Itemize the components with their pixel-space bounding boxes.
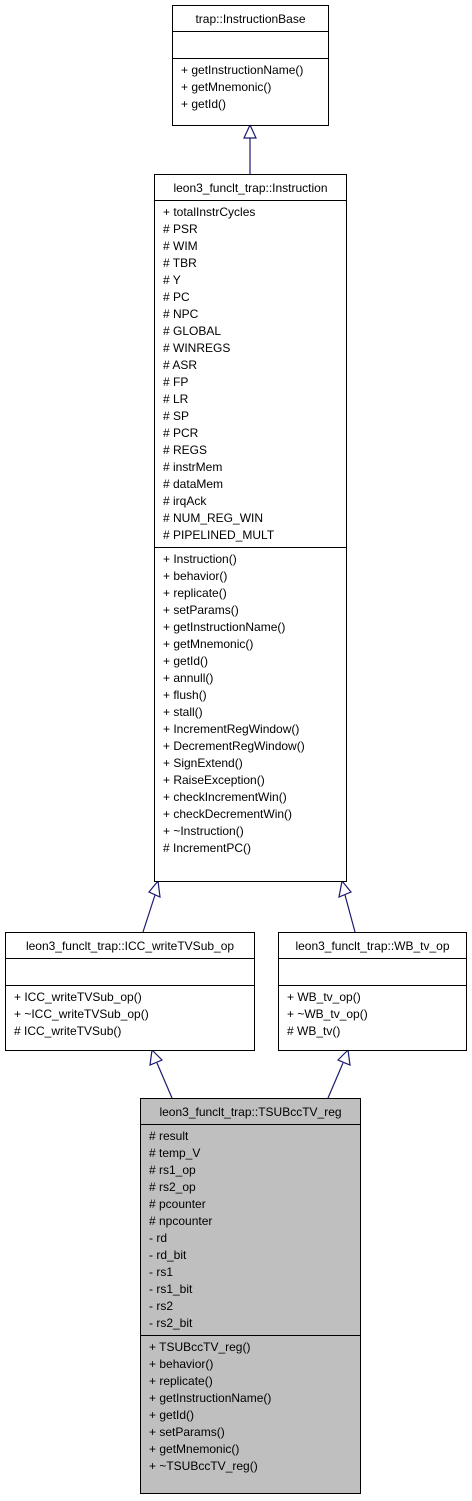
attribute: # PIPELINED_MULT (163, 528, 275, 542)
method: + ~Instruction() (163, 824, 244, 838)
class-name: leon3_funclt_trap::TSUBccTV_reg (141, 1099, 360, 1125)
method: + getId() (149, 1408, 195, 1422)
class-box-tsubcctv-reg[interactable]: leon3_funclt_trap::TSUBccTV_reg # result… (140, 1098, 361, 1494)
methods-section: + Instruction() + behavior() + replicate… (155, 548, 346, 860)
method: + ICC_writeTVSub_op() (14, 990, 142, 1004)
class-name: trap::InstructionBase (173, 6, 328, 32)
methods-section: + WB_tv_op() + ~WB_tv_op() # WB_tv() (279, 986, 466, 1043)
method: + getInstructionName() (163, 620, 286, 634)
arrowhead-icc (149, 1048, 164, 1066)
method: + setParams() (163, 603, 239, 617)
method: + checkDecrementWin() (163, 807, 293, 821)
attribute: # PCR (163, 426, 199, 440)
attribute: # Y (163, 273, 181, 287)
method: + getMnemonic() (163, 637, 254, 651)
attribute: # WINREGS (163, 341, 231, 355)
attribute: # REGS (163, 443, 208, 457)
attribute: # ASR (163, 358, 198, 372)
attributes-section (6, 959, 254, 986)
attribute: # TBR (163, 256, 197, 270)
class-box-instruction-base[interactable]: trap::InstructionBase + getInstructionNa… (172, 5, 329, 126)
method: # ICC_writeTVSub() (14, 1024, 122, 1038)
attribute: # rs1_op (149, 1163, 196, 1177)
method: + checkIncrementWin() (163, 790, 287, 804)
method: # IncrementPC() (163, 841, 252, 855)
method: + getId() (163, 654, 209, 668)
attributes-section: # result # temp_V # rs1_op # rs2_op # pc… (141, 1125, 360, 1336)
attribute: # pcounter (149, 1197, 206, 1211)
method: + replicate() (149, 1374, 213, 1388)
attribute: - rs1_bit (149, 1282, 193, 1296)
attribute: + totalInstrCycles (163, 205, 256, 219)
attribute: # NPC (163, 307, 199, 321)
method: + getInstructionName() (149, 1391, 272, 1405)
attribute: - rd (149, 1231, 167, 1245)
attribute: # WIM (163, 239, 198, 253)
attribute: # PC (163, 290, 190, 304)
arrowhead-instruction-left (148, 879, 161, 898)
method: + annull() (163, 671, 214, 685)
method: + WB_tv_op() (287, 990, 361, 1004)
method: # WB_tv() (287, 1024, 341, 1038)
method: + SignExtend() (163, 756, 243, 770)
attribute: # SP (163, 409, 190, 423)
class-box-wb-tv-op[interactable]: leon3_funclt_trap::WB_tv_op + WB_tv_op()… (278, 932, 467, 1051)
class-box-instruction[interactable]: leon3_funclt_trap::Instruction + totalIn… (154, 174, 347, 882)
method: + RaiseException() (163, 773, 265, 787)
method: + ~TSUBccTV_reg() (149, 1459, 258, 1473)
edge-icc-to-instruction (142, 894, 156, 933)
attribute: # dataMem (163, 477, 224, 491)
method: + setParams() (149, 1425, 225, 1439)
methods-section: + getInstructionName() + getMnemonic() +… (173, 59, 328, 116)
attribute: # GLOBAL (163, 324, 222, 338)
attribute: # npcounter (149, 1214, 213, 1228)
attribute: # PSR (163, 222, 198, 236)
method: + Instruction() (163, 552, 237, 566)
attribute: # NUM_REG_WIN (163, 511, 264, 525)
method: + stall() (163, 705, 203, 719)
method: + IncrementRegWindow() (163, 722, 300, 736)
method: + TSUBccTV_reg() (149, 1340, 251, 1354)
methods-section: + TSUBccTV_reg() + behavior() + replicat… (141, 1336, 360, 1478)
method: + behavior() (149, 1357, 214, 1371)
method: + ~ICC_writeTVSub_op() (14, 1007, 149, 1021)
method: + DecrementRegWindow() (163, 739, 305, 753)
class-name: leon3_funclt_trap::Instruction (155, 175, 346, 201)
arrowhead-instruction-right (338, 879, 352, 898)
edge-wb-to-instruction (344, 894, 356, 933)
edge-tsub-to-icc (156, 1062, 173, 1099)
methods-section: + ICC_writeTVSub_op() + ~ICC_writeTVSub_… (6, 986, 254, 1043)
attribute: # LR (163, 392, 189, 406)
method: + getInstructionName() (181, 63, 304, 77)
attribute: # irqAck (163, 494, 207, 508)
attributes-section (173, 32, 328, 59)
attributes-section (279, 959, 466, 986)
method: + getMnemonic() (181, 80, 272, 94)
attribute: # FP (163, 375, 189, 389)
attribute: # rs2_op (149, 1180, 196, 1194)
edge-tsub-to-wb (327, 1062, 344, 1099)
class-box-icc-writetvsub-op[interactable]: leon3_funclt_trap::ICC_writeTVSub_op + I… (5, 932, 255, 1051)
attribute: - rs2 (149, 1299, 173, 1313)
method: + flush() (163, 688, 207, 702)
class-name: leon3_funclt_trap::WB_tv_op (279, 933, 466, 959)
attributes-section: + totalInstrCycles # PSR # WIM # TBR # Y… (155, 201, 346, 548)
attribute: # instrMem (163, 460, 223, 474)
method: + replicate() (163, 586, 227, 600)
attribute: - rs1 (149, 1265, 173, 1279)
attribute: # result (149, 1129, 189, 1143)
arrowhead-base (243, 123, 257, 139)
class-name: leon3_funclt_trap::ICC_writeTVSub_op (6, 933, 254, 959)
attribute: - rs2_bit (149, 1316, 193, 1330)
method: + ~WB_tv_op() (287, 1007, 368, 1021)
method: + getMnemonic() (149, 1442, 240, 1456)
method: + behavior() (163, 569, 228, 583)
arrowhead-wb (336, 1048, 351, 1066)
attribute: # temp_V (149, 1146, 201, 1160)
method: + getId() (181, 97, 227, 111)
attribute: - rd_bit (149, 1248, 187, 1262)
